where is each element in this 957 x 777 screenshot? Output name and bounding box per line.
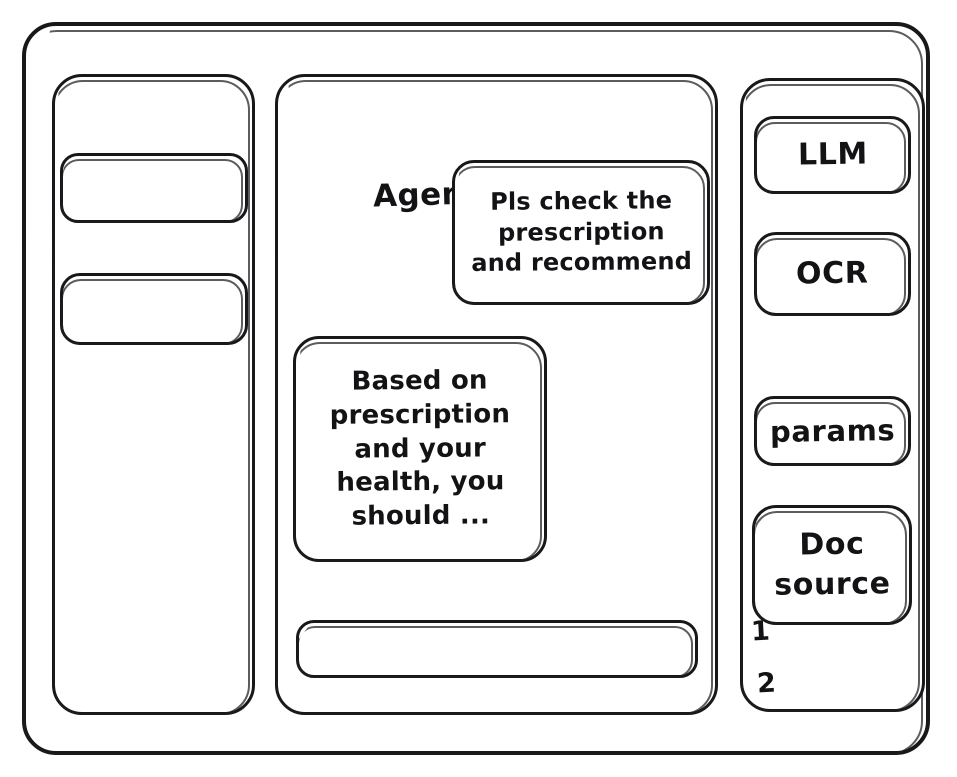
tool-button-ocr[interactable]: OCR xyxy=(754,232,911,316)
doc-source-list-item[interactable]: 1 xyxy=(750,615,771,648)
tool-button-doc-source[interactable]: Doc source xyxy=(752,505,912,625)
user-message-bubble: Pls check the prescription and recommend xyxy=(452,160,710,305)
tool-button-params[interactable]: params xyxy=(754,396,911,466)
history-list-item[interactable] xyxy=(60,153,248,223)
doc-source-list-item[interactable]: 2 xyxy=(756,667,777,700)
agent-message-text: Based on prescription and your health, y… xyxy=(329,364,511,532)
tool-button-label: params xyxy=(769,412,896,449)
tool-button-label: LLM xyxy=(797,136,868,173)
message-input[interactable] xyxy=(296,620,698,678)
tool-button-label: Doc source xyxy=(773,526,891,603)
agent-message-bubble: Based on prescription and your health, y… xyxy=(293,336,547,562)
tool-button-llm[interactable]: LLM xyxy=(754,116,911,194)
tool-button-label: OCR xyxy=(796,255,869,292)
history-list-item[interactable] xyxy=(60,273,248,345)
user-message-text: Pls check the prescription and recommend xyxy=(470,186,692,278)
